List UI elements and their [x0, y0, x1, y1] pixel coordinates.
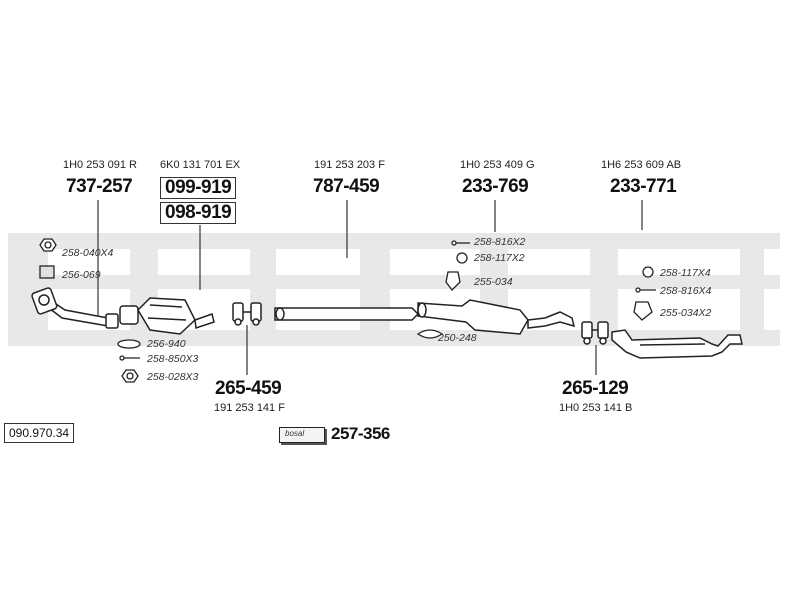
- front-pipe: [31, 287, 119, 329]
- accessory-label: 255-034: [474, 276, 513, 288]
- clamp-265-129: [581, 321, 609, 345]
- part-number: 233-771: [610, 176, 677, 197]
- bosal-tag-text: bosal: [285, 429, 305, 438]
- hanger-icon-2: [633, 301, 653, 321]
- oem-number: 1H0 253 141 B: [559, 402, 633, 414]
- accessory-label: 250-248: [438, 332, 477, 344]
- oem-number: 1H0 253 409 G: [460, 159, 535, 171]
- accessory-label: 258-850X3: [147, 353, 199, 365]
- accessory-label: 256-069: [62, 269, 101, 281]
- catalytic-converter: [119, 297, 215, 335]
- oem-number: 1H6 253 609 AB: [601, 159, 682, 171]
- centre-silencer: [417, 299, 576, 335]
- accessory-label: 258-816X2: [474, 236, 526, 248]
- accessory-label: 258-117X2: [474, 252, 525, 264]
- bosal-kit-icon: bosal: [279, 427, 325, 443]
- rear-silencer: [611, 329, 743, 359]
- ring-gasket-icon: [117, 339, 141, 349]
- part-number: 787-459: [313, 176, 380, 197]
- clip-icon: [416, 329, 444, 339]
- part-number: 233-769: [462, 176, 529, 197]
- accessory-label: 256-940: [147, 338, 186, 350]
- accessory-label: 258-117X4: [660, 267, 711, 279]
- hanger-icon: [445, 271, 461, 291]
- accessory-icons: [39, 238, 656, 383]
- accessory-label: 255-034X2: [660, 307, 712, 319]
- oem-number: 191 253 203 F: [314, 159, 385, 171]
- accessory-label: 258-040X4: [62, 247, 114, 259]
- watermark: [8, 233, 780, 346]
- spring-icon-2: [642, 266, 654, 278]
- clamp-265-459: [232, 302, 262, 326]
- gasket-icon: [39, 265, 55, 279]
- intermediate-pipe: [274, 307, 420, 321]
- part-number-boxed: 098-919: [160, 202, 237, 224]
- accessory-label: 258-028X3: [147, 371, 199, 383]
- leader-lines: [97, 200, 643, 375]
- kit-part-number: 257-356: [331, 424, 390, 443]
- oem-number: 191 253 141 F: [214, 402, 285, 414]
- accessory-label: 258-816X4: [660, 285, 712, 297]
- spring-icon: [456, 252, 468, 264]
- oem-number: 6K0 131 701 EX: [160, 159, 241, 171]
- oem-number: 1H0 253 091 R: [63, 159, 137, 171]
- diagram-id: 090.970.34: [4, 423, 75, 443]
- part-number: 265-459: [215, 378, 282, 399]
- part-number-boxed: 099-919: [160, 177, 237, 199]
- part-number: 265-129: [562, 378, 629, 399]
- part-number: 737-257: [66, 176, 133, 197]
